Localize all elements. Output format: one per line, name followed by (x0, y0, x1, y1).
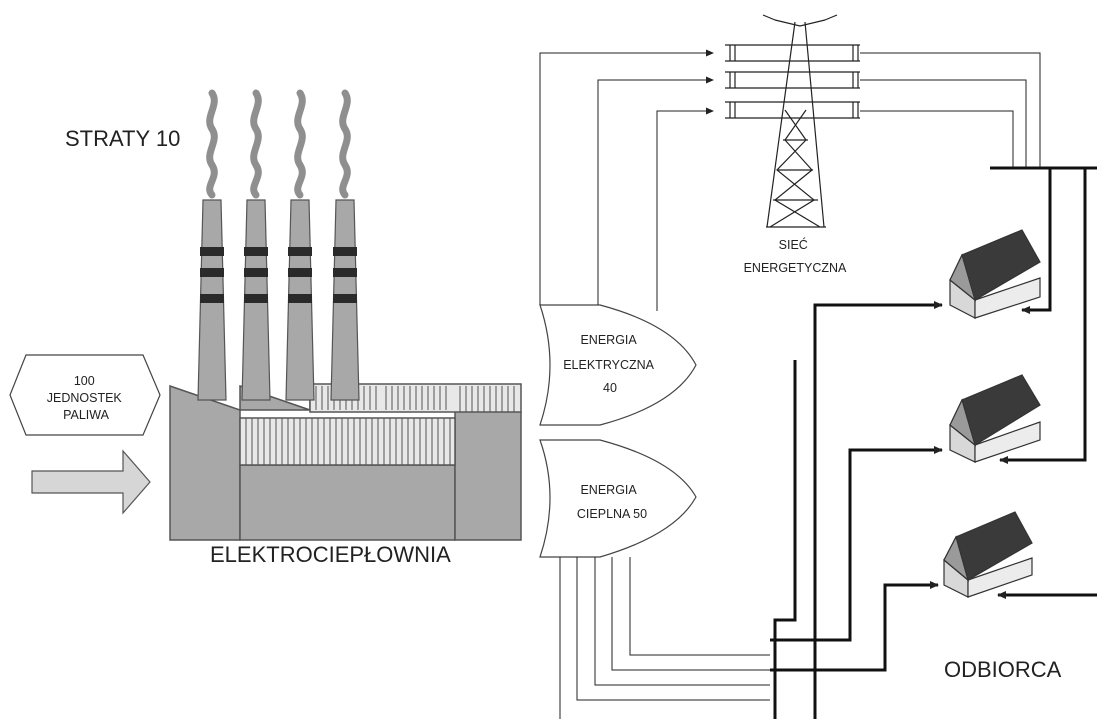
fuel-label-line: 100 (74, 374, 95, 388)
consumer-label: ODBIORCA (944, 657, 1062, 682)
house-icon (949, 229, 1041, 319)
electric-energy-label-line: 40 (603, 381, 617, 395)
electric-energy-label: ENERGIA ELEKTRYCZNA 40 (563, 333, 657, 395)
heat-pipes (559, 557, 770, 719)
smoke-plume (294, 89, 306, 199)
losses-label: STRATY 10 (65, 126, 180, 151)
fuel-label: 100 JEDNOSTEK PALIWA (47, 374, 126, 422)
fuel-label-line: JEDNOSTEK (47, 391, 123, 405)
house-icon (943, 511, 1033, 598)
fuel-hexagon (9, 354, 161, 436)
electric-energy-label-line: ENERGIA (580, 333, 637, 347)
grid-lines (860, 52, 1041, 168)
grid-label: SIEĆ ENERGETYCZNA (744, 237, 847, 275)
smoke-plumes (206, 89, 351, 199)
smokestacks (197, 199, 360, 401)
smoke-plume (206, 89, 218, 199)
heat-energy-label: ENERGIA CIEPLNA 50 (577, 483, 647, 521)
smokestack-icon (241, 199, 271, 401)
heat-energy-label-line: ENERGIA (580, 483, 637, 497)
smokestack-icon (197, 199, 227, 401)
grid-label-line: SIEĆ (779, 237, 808, 252)
smokestack-icon (330, 199, 360, 401)
transmission-tower-icon (725, 14, 860, 228)
grid-label-line: ENERGETYCZNA (744, 261, 847, 275)
fuel-label-line: PALIWA (63, 408, 110, 422)
electric-energy-label-line: ELEKTRYCZNA (563, 358, 654, 372)
electric-feed-lines (539, 49, 714, 311)
smoke-plume (339, 89, 351, 199)
grid-bus (990, 166, 1097, 599)
smoke-plume (250, 89, 262, 199)
heat-energy-label-line: CIEPLNA 50 (577, 507, 647, 521)
plant-label: ELEKTROCIEPŁOWNIA (210, 542, 451, 567)
heat-energy-shape (539, 439, 697, 558)
house-icon (949, 374, 1041, 463)
smokestack-icon (285, 199, 315, 401)
heat-distribution (770, 301, 943, 719)
fuel-input-arrow-icon (31, 449, 151, 515)
electric-energy-shape (539, 304, 697, 426)
